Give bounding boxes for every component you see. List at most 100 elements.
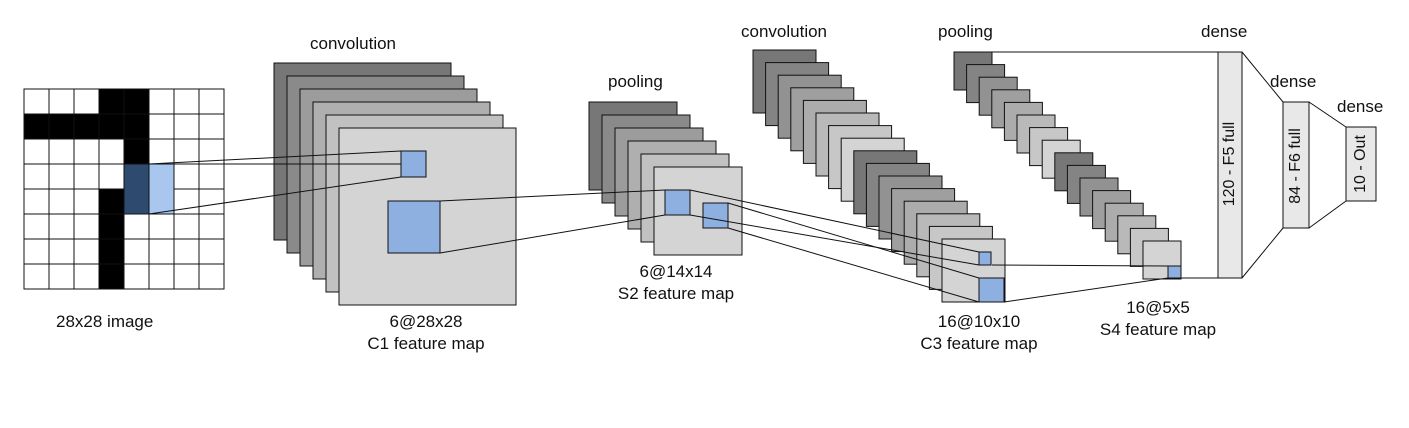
connector-line-1: [148, 150, 402, 165]
pixel-cell: [198, 188, 225, 215]
dense-connector-2: [1241, 227, 1284, 279]
pixel-cell: [123, 138, 150, 165]
dense-layers: [1217, 51, 1377, 279]
connector-line-11: [1003, 277, 1169, 303]
connector-line-9: [727, 227, 980, 303]
pixel-cell: [73, 238, 100, 265]
pixel-cell: [48, 88, 75, 115]
pixel-cell: [173, 88, 200, 115]
c1-window-large: [387, 200, 441, 254]
pixel-cell: [73, 263, 100, 290]
pixel-cell: [98, 238, 125, 265]
pixel-cell: [98, 88, 125, 115]
pixel-cell: [123, 263, 150, 290]
c1-name-label: C1 feature map: [367, 334, 485, 353]
conv1-label: convolution: [310, 34, 397, 53]
pixel-cell: [73, 113, 100, 140]
pixel-cell: [73, 213, 100, 240]
pixel-cell: [73, 163, 100, 190]
pixel-cell: [48, 238, 75, 265]
pixel-cell: [198, 113, 225, 140]
input-image-label: 28x28 image: [56, 312, 154, 331]
dense-connector-4: [1308, 200, 1347, 229]
c3-window-b: [978, 277, 1005, 303]
pixel-cell: [98, 188, 125, 215]
s4-feature-map-stack: [953, 51, 1182, 280]
s4-name-label: S4 feature map: [1099, 320, 1217, 339]
connector-line-6: [689, 189, 980, 253]
connector-line-4: [439, 214, 666, 254]
pixel-cell: [148, 213, 175, 240]
pixel-cell: [98, 213, 125, 240]
pixel-cell: [23, 238, 50, 265]
s2-feature-map-stack: [588, 101, 743, 256]
pixel-cell: [123, 113, 150, 140]
pixel-cell: [198, 263, 225, 290]
pixel-cell: [98, 138, 125, 165]
pixel-cell: [23, 113, 50, 140]
dense-connector-1: [1241, 51, 1284, 103]
dense1-label: dense: [1201, 22, 1248, 41]
pixel-cell: [148, 113, 175, 140]
out-layer-label: 10 - Out: [1352, 135, 1369, 193]
pixel-cell: [123, 238, 150, 265]
s2-name-label: S2 feature map: [617, 284, 735, 303]
pixel-cell: [148, 138, 175, 165]
pixel-cell: [48, 213, 75, 240]
s2-size-label: 6@14x14: [639, 262, 713, 281]
receptive-field-dark: [123, 163, 150, 215]
pixel-cell: [173, 163, 200, 190]
out-layer-box: [1345, 126, 1377, 202]
pixel-cell: [198, 238, 225, 265]
dense-connector-3: [1308, 101, 1347, 128]
connector-line-3: [439, 189, 666, 202]
connector-line-8: [727, 202, 980, 279]
pixel-cell: [23, 188, 50, 215]
pixel-cell: [48, 263, 75, 290]
pixel-cell: [148, 238, 175, 265]
pixel-cell: [73, 138, 100, 165]
c3-name-label: C3 feature map: [920, 334, 1038, 353]
pixel-cell: [198, 88, 225, 115]
pixel-cell: [123, 88, 150, 115]
connector-line-2: [148, 176, 402, 215]
connector-line-10: [991, 264, 1169, 267]
c3-size-label: 16@10x10: [937, 312, 1021, 331]
pixel-cell: [173, 213, 200, 240]
pixel-cell: [173, 263, 200, 290]
pixel-cell: [123, 213, 150, 240]
pixel-cell: [73, 188, 100, 215]
f5-layer-box: [1217, 51, 1243, 279]
pixel-cell: [198, 163, 225, 190]
c1-window-small: [400, 150, 427, 178]
f5-layer-label: 120 - F5 full: [1221, 121, 1238, 207]
pixel-cell: [23, 163, 50, 190]
s4-window: [1167, 265, 1182, 279]
c1-size-label: 6@28x28: [389, 312, 463, 331]
conv2-label: convolution: [741, 22, 828, 41]
s2-window-b: [702, 202, 729, 229]
f6-layer-label: 84 - F6 full: [1287, 128, 1304, 204]
dense2-label: dense: [1270, 72, 1317, 91]
pool2-label: pooling: [938, 22, 993, 41]
pixel-cell: [98, 113, 125, 140]
pixel-cell: [23, 263, 50, 290]
pixel-cell: [48, 138, 75, 165]
pixel-cell: [48, 188, 75, 215]
pixel-cell: [23, 88, 50, 115]
connection-lines: [148, 51, 1218, 303]
c3-window-a: [978, 251, 992, 266]
pixel-cell: [148, 88, 175, 115]
pixel-cell: [73, 88, 100, 115]
pixel-cell: [173, 138, 200, 165]
s4-size-label: 16@5x5: [1126, 298, 1190, 317]
connector-line-7: [689, 214, 980, 266]
pixel-cell: [48, 163, 75, 190]
s2-window-a: [664, 189, 691, 216]
pixel-cell: [48, 113, 75, 140]
pixel-cell: [148, 263, 175, 290]
pool1-label: pooling: [608, 72, 663, 91]
pixel-cell: [173, 113, 200, 140]
c1-feature-map-stack: [273, 62, 517, 306]
